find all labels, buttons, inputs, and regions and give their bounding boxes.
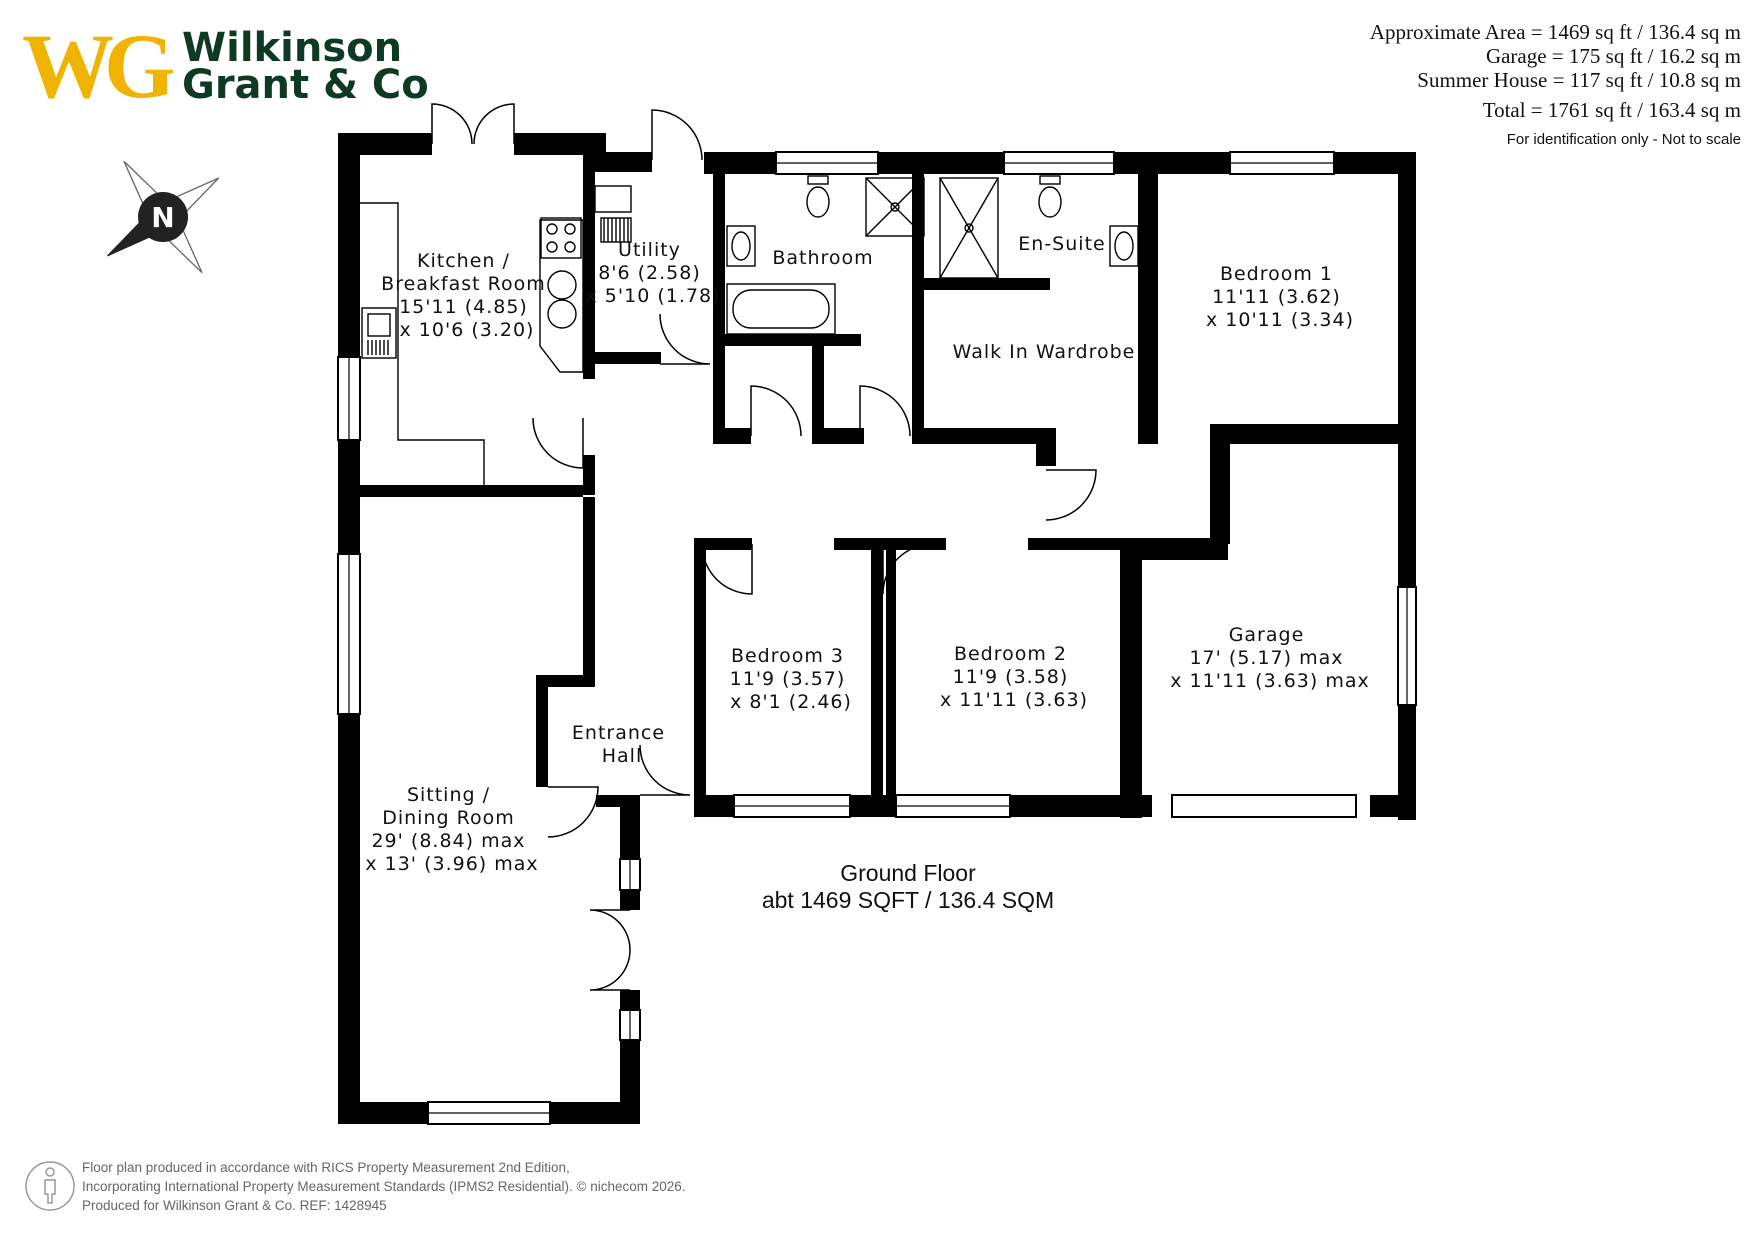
brand-logo: WG Wilkinson Grant & Co [22,15,429,117]
footer-line-2: Incorporating International Property Mea… [82,1179,686,1194]
footer-line-3: Produced for Wilkinson Grant & Co. REF: … [82,1198,387,1213]
total-area: Total = 1761 sq ft / 163.4 sq m [1482,98,1741,122]
shower-icon [939,177,999,279]
compass-rose-icon: N [106,160,220,274]
basin-icon [1109,225,1139,267]
shower-icon [865,177,925,237]
summer-house-area: Summer House = 117 sq ft / 10.8 sq m [1417,68,1741,92]
logo-name-line2: Grant & Co [182,62,429,108]
room-bedroom2: Bedroom 2 11'9 (3.58) x 11'11 (3.63) [940,643,1088,711]
room-bathroom: Bathroom [772,247,873,269]
basin-icon [726,225,756,267]
footer-disclaimer: Floor plan produced in accordance with R… [82,1158,686,1215]
sink-icon [361,307,397,359]
sink-icon [547,270,577,300]
floor-area: abt 1469 SQFT / 136.4 SQM [762,887,1054,913]
floor-title: Ground Floor abt 1469 SQFT / 136.4 SQM [762,860,1054,913]
area-summary: Approximate Area = 1469 sq ft / 136.4 sq… [1370,20,1741,152]
room-garage: Garage 17' (5.17) max x 11'11 (3.63) max [1170,624,1369,692]
logo-monogram: WG [22,15,174,117]
room-bedroom1: Bedroom 1 11'11 (3.62) x 10'11 (3.34) [1206,263,1354,331]
walls [338,133,1416,1124]
person-icon [25,1161,75,1211]
room-utility: Utility 8'6 (2.58) x 5'10 (1.78) [586,239,721,307]
approximate-area: Approximate Area = 1469 sq ft / 136.4 sq… [1369,20,1741,44]
garage-area: Garage = 175 sq ft / 16.2 sq m [1485,44,1741,68]
hob-icon [540,217,582,259]
floor-name: Ground Floor [840,860,976,886]
toilet-icon [1038,186,1062,218]
sink-icon [594,185,632,213]
doors [431,103,1097,991]
kitchen-island [539,219,584,373]
room-ensuite: En-Suite [1018,233,1105,255]
compass-north-letter: N [151,201,174,234]
room-kitchen: Kitchen / Breakfast Room 15'11 (4.85) x … [381,250,553,341]
identification-note: For identification only - Not to scale [1506,131,1741,148]
room-wardrobe: Walk In Wardrobe [953,341,1136,363]
logo-name-line1: Wilkinson [182,25,402,71]
sink-icon [547,299,577,329]
toilet-icon [806,186,830,218]
room-labels: Kitchen / Breakfast Room 15'11 (4.85) x … [365,233,1369,875]
fixtures [360,175,1139,485]
room-hall: Entrance Hall [572,722,672,767]
kitchen-worktop [360,202,485,485]
window-glazing-lines [348,162,1408,1114]
footer-line-1: Floor plan produced in accordance with R… [82,1160,570,1175]
room-sitting: Sitting / Dining Room 29' (8.84) max x 1… [365,784,538,875]
bath-icon [726,283,836,335]
room-bedroom3: Bedroom 3 11'9 (3.57) x 8'1 (2.46) [730,645,853,713]
